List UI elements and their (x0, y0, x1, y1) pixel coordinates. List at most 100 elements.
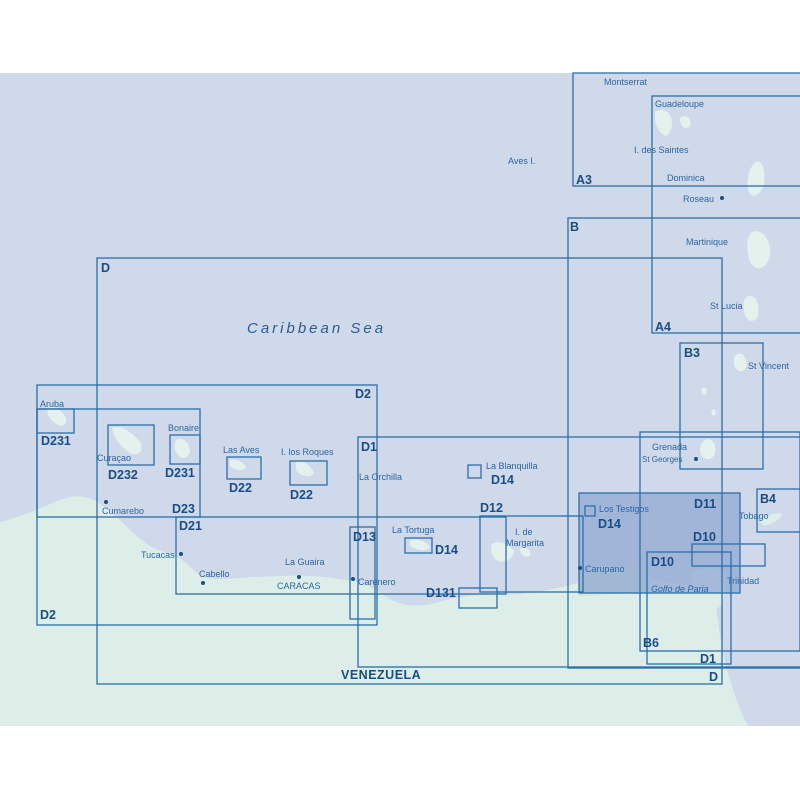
place-la-tortuga: La Tortuga (392, 525, 434, 535)
marker-cabello (201, 581, 205, 585)
code-d22-roques: D22 (290, 488, 313, 502)
code-d1: D1 (361, 440, 377, 454)
code-d14-testigos: D14 (598, 517, 621, 531)
venezuela-mainland (0, 496, 748, 726)
place-la-blanquilla: La Blanquilla (486, 461, 538, 471)
place-margarita-line1: I. de (515, 527, 533, 537)
marker-caracas (297, 575, 301, 579)
code-d: D (101, 261, 110, 275)
marker-tucacas (179, 552, 183, 556)
marker-cumarebo (104, 500, 108, 504)
place-bonaire: Bonaire (168, 423, 199, 433)
frame-b6 (639, 431, 800, 652)
frame-b (567, 217, 800, 669)
code-d10b: D10 (693, 530, 716, 544)
place-carenero: Carenero (358, 577, 396, 587)
place-tucacas: Tucacas (141, 550, 175, 560)
place-los-roques: I. los Roques (281, 447, 334, 457)
code-d23: D23 (172, 502, 195, 516)
frame-d14-tortuga (404, 537, 433, 554)
caribbean-islands (47, 407, 531, 562)
code-d14-blanquilla: D14 (491, 473, 514, 487)
code-d232: D232 (108, 468, 138, 482)
code-d21: D21 (179, 519, 202, 533)
frame-d14-testigos (584, 505, 596, 517)
place-st-lucia: St Lucia (710, 301, 743, 311)
code-d2: D2 (355, 387, 371, 401)
code-b3: B3 (684, 346, 700, 360)
place-martinique: Martinique (686, 237, 728, 247)
chart-frames (36, 72, 800, 685)
code-d12: D12 (480, 501, 503, 515)
code-d1-bottom: D1 (700, 652, 716, 666)
frame-d10b (691, 543, 766, 567)
code-b: B (570, 220, 579, 234)
frame-d231-bonaire (169, 434, 201, 465)
place-aves: Aves I. (508, 156, 535, 166)
place-margarita-line2: Margarita (506, 538, 544, 548)
chart-code-labels: A3 A4 B B3 B4 B6 D D D1 D1 D2 D2 D10 D10… (40, 173, 776, 684)
town-markers (104, 196, 724, 585)
frame-d21 (175, 516, 507, 595)
marker-roseau (720, 196, 724, 200)
frame-a4 (651, 95, 800, 334)
place-caracas: CARACAS (277, 581, 321, 591)
code-d13: D13 (353, 530, 376, 544)
code-b4: B4 (760, 492, 776, 506)
place-st-vincent: St Vincent (748, 361, 789, 371)
frame-d10 (646, 551, 732, 665)
code-d-bottom: D (709, 670, 718, 684)
place-dominica: Dominica (667, 173, 705, 183)
frame-d22-aves (226, 456, 262, 480)
place-cumarebo: Cumarebo (102, 506, 144, 516)
place-los-testigos: Los Testigos (599, 504, 649, 514)
code-d11: D11 (694, 497, 716, 511)
code-d231-aruba: D231 (41, 434, 71, 448)
tobago-island (760, 513, 782, 526)
marker-carupano (578, 566, 582, 570)
frame-d13 (349, 526, 376, 620)
place-st-georges: St Georges (642, 455, 682, 464)
frame-d231-aruba (36, 408, 75, 434)
frame-d22-roques (289, 460, 328, 486)
place-guadeloupe: Guadeloupe (655, 99, 704, 109)
frame-d1 (357, 436, 800, 668)
place-grenada: Grenada (652, 442, 687, 452)
frame-a3 (572, 72, 800, 187)
frame-d (96, 257, 723, 685)
place-aruba: Aruba (40, 399, 64, 409)
place-las-aves: Las Aves (223, 445, 260, 455)
place-trinidad: Trinidad (727, 576, 759, 586)
place-cabello: Cabello (199, 569, 230, 579)
code-d2-bottom: D2 (40, 608, 56, 622)
code-a3: A3 (576, 173, 592, 187)
frame-b4 (756, 488, 800, 533)
place-montserrat: Montserrat (604, 77, 648, 87)
place-carupano: Carupano (585, 564, 625, 574)
place-labels: Montserrat Guadeloupe I. des Saintes Dom… (40, 77, 789, 594)
place-curacao: Curaçao (97, 453, 131, 463)
place-tobago: Tobago (739, 511, 769, 521)
place-roseau: Roseau (683, 194, 714, 204)
code-a4: A4 (655, 320, 671, 334)
country-label: VENEZUELA (341, 668, 421, 682)
code-d22-aves: D22 (229, 481, 252, 495)
place-la-orchilla: La Orchilla (359, 472, 402, 482)
lesser-antilles (599, 109, 771, 515)
place-la-guaira: La Guaira (285, 557, 325, 567)
code-b6: B6 (643, 636, 659, 650)
marker-carenero (351, 577, 355, 581)
place-saintes: I. des Saintes (634, 145, 689, 155)
frame-d12 (479, 515, 584, 593)
frame-d131 (458, 587, 498, 609)
place-golfo-de-paria: Golfo de Paria (651, 584, 709, 594)
frame-d232 (107, 424, 155, 466)
marker-st-georges (694, 457, 698, 461)
d11-highlight-area (579, 493, 740, 593)
frame-d14-blanquilla (467, 464, 482, 479)
code-d14-tortuga: D14 (435, 543, 458, 557)
sea-label: Caribbean Sea (247, 320, 386, 337)
frame-d11 (578, 492, 741, 594)
code-d131: D131 (426, 586, 456, 600)
